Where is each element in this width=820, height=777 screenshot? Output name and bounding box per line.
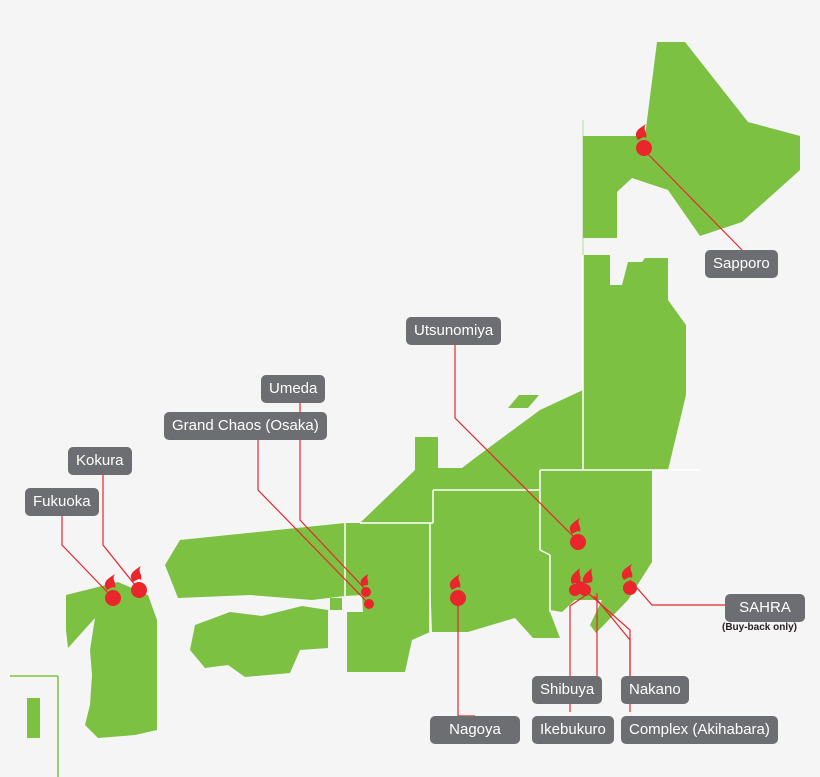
flame-pin-icon[interactable] [130,566,147,598]
region-kanto [540,470,652,633]
region-kyushu [66,582,157,738]
leader-fukuoka [61,516,114,599]
leader-umeda [299,403,367,591]
region-kansai [345,523,430,672]
leader-utsunomiya [454,345,578,541]
island-okinawa [27,698,40,738]
region-borders [344,255,700,632]
store-label-akihabara[interactable]: Complex (Akihabara) [621,716,778,744]
region-tohoku [583,255,686,470]
flame-pin-icon[interactable] [449,574,466,606]
store-markers [104,124,652,609]
flame-pin-icon[interactable] [635,124,652,156]
region-hokkaido [583,42,800,238]
leader-sahra [629,579,725,606]
store-label-osaka[interactable]: Grand Chaos (Osaka) [164,412,327,440]
store-label-ikebukuro[interactable]: Ikebukuro [532,716,614,744]
leader-osaka [257,440,370,605]
region-shikoku [190,606,328,677]
store-label-nakano[interactable]: Nakano [621,676,689,704]
flame-pin-icon[interactable] [569,568,593,596]
flame-pin-icon[interactable] [621,564,637,595]
store-label-nagoya[interactable]: Nagoya [430,716,520,744]
store-label-sahra[interactable]: SAHRA [725,594,805,622]
store-label-kokura[interactable]: Kokura [68,447,132,475]
store-label-fukuoka[interactable]: Fukuoka [25,488,99,516]
flame-pin-icon[interactable] [364,599,374,609]
flame-pin-icon[interactable] [104,574,121,606]
leader-kokura [102,475,140,591]
flame-pin-icon[interactable] [360,574,371,597]
leader-sapporo [643,149,743,251]
japan-landmass [27,42,800,738]
region-chugoku [165,523,345,600]
store-label-shibuya[interactable]: Shibuya [532,676,603,704]
store-label-sapporo[interactable]: Sapporo [705,250,778,278]
region-chubu [360,390,583,638]
store-note-sahra: (Buy-back only) [722,622,798,633]
store-label-utsunomiya[interactable]: Utsunomiya [406,317,502,345]
island-awaji [330,598,342,610]
store-label-umeda[interactable]: Umeda [261,375,326,403]
island-sado [508,395,539,408]
okinawa-inset-frame [10,675,59,777]
flame-pin-icon[interactable] [569,518,586,550]
